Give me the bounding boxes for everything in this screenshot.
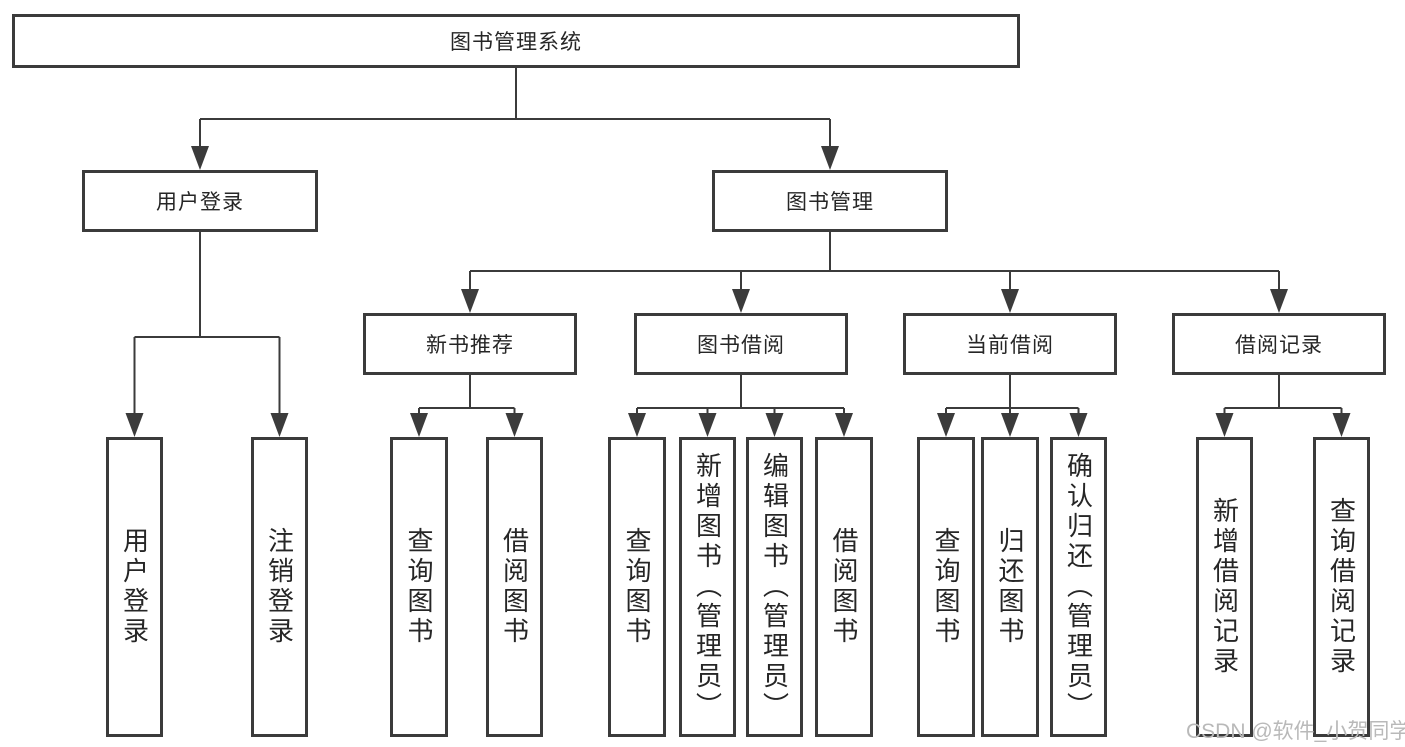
watermark: CSDN @软件_小贺同学 [1186, 720, 1405, 743]
leaf-user-login: 用户登录 [106, 437, 163, 737]
arrowhead-icon [628, 413, 646, 437]
connector-new-book-rec [418, 375, 516, 417]
node-root: 图书管理系统 [12, 14, 1020, 68]
connector-user-login [133, 232, 281, 417]
leaf-query-book-1: 查询图书 [390, 437, 448, 737]
arrowhead-icon [1069, 413, 1088, 437]
connector-borrow-records [1223, 375, 1343, 417]
leaf-logout: 注销登录 [251, 437, 308, 737]
leaf-confirm-return-admin: 确认归还（管理员） [1050, 437, 1107, 737]
arrowhead-icon [1001, 413, 1019, 437]
arrowhead-icon [191, 146, 209, 170]
arrowhead-icon [1270, 289, 1288, 313]
arrowhead-icon [125, 413, 144, 437]
connector-root [199, 68, 831, 150]
node-new-book-rec: 新书推荐 [363, 313, 577, 375]
leaf-add-borrow-record: 新增借阅记录 [1196, 437, 1253, 737]
arrowhead-icon [1215, 413, 1234, 437]
leaf-edit-book-admin: 编辑图书（管理员） [746, 437, 803, 737]
arrowheads [125, 146, 1351, 437]
arrowhead-icon [461, 289, 479, 313]
arrowhead-icon [765, 413, 784, 437]
arrowhead-icon [1332, 413, 1351, 437]
arrowhead-icon [835, 413, 853, 437]
arrowhead-icon [1001, 289, 1019, 313]
connector-book-mgmt [469, 232, 1280, 293]
leaf-return-book: 归还图书 [981, 437, 1039, 737]
arrowhead-icon [270, 413, 289, 437]
connector-book-borrow [636, 375, 845, 417]
leaf-add-book-admin: 新增图书（管理员） [679, 437, 736, 737]
leaf-query-book-3: 查询图书 [917, 437, 975, 737]
connector-current-borrow [945, 375, 1080, 417]
leaf-borrow-book-2: 借阅图书 [815, 437, 873, 737]
arrowhead-icon [698, 413, 717, 437]
arrowhead-icon [821, 146, 839, 170]
node-user-login: 用户登录 [82, 170, 318, 232]
arrowhead-icon [732, 289, 750, 313]
leaf-query-book-2: 查询图书 [608, 437, 666, 737]
arrowhead-icon [937, 413, 955, 437]
arrowhead-icon [410, 413, 428, 437]
node-book-borrow: 图书借阅 [634, 313, 848, 375]
node-current-borrow: 当前借阅 [903, 313, 1117, 375]
node-borrow-records: 借阅记录 [1172, 313, 1386, 375]
leaf-query-borrow-record: 查询借阅记录 [1313, 437, 1370, 737]
leaf-borrow-book-1: 借阅图书 [486, 437, 543, 737]
arrowhead-icon [505, 413, 524, 437]
node-book-mgmt: 图书管理 [712, 170, 948, 232]
